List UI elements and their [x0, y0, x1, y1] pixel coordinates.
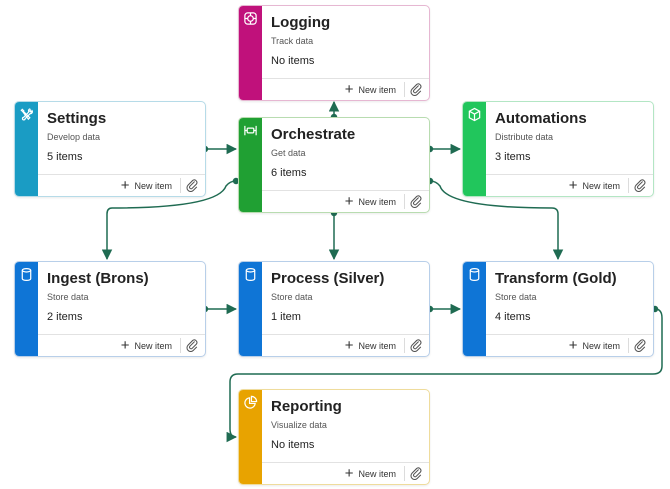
node-subtitle: Distribute data	[495, 132, 554, 142]
new-item-label: New item	[134, 340, 172, 351]
node-footer: + New item	[38, 334, 205, 356]
node-item-count: 6 items	[271, 167, 307, 179]
new-item-button[interactable]: + New item	[345, 191, 396, 212]
node-color-bar	[239, 6, 262, 100]
node-footer: + New item	[38, 174, 205, 196]
new-item-label: New item	[358, 196, 396, 207]
node-title: Automations	[495, 110, 587, 127]
node-reporting[interactable]: Reporting Visualize data No items + New i…	[238, 389, 430, 485]
plus-icon: +	[344, 337, 354, 354]
paperclip-icon[interactable]	[633, 338, 647, 352]
node-process[interactable]: Process (Silver) Store data 1 item + New …	[238, 261, 430, 357]
node-item-count: No items	[271, 55, 315, 67]
node-title: Transform (Gold)	[495, 270, 617, 287]
footer-divider	[404, 338, 405, 353]
node-title: Process (Silver)	[271, 270, 385, 287]
new-item-button[interactable]: + New item	[345, 463, 396, 484]
node-item-count: 2 items	[47, 311, 83, 323]
footer-divider	[628, 338, 629, 353]
pipeline-icon	[244, 125, 257, 136]
new-item-label: New item	[134, 180, 172, 191]
node-item-count: 4 items	[495, 311, 531, 323]
cube-icon	[468, 107, 481, 122]
footer-divider	[404, 466, 405, 481]
node-title: Ingest (Brons)	[47, 270, 149, 287]
node-color-bar	[239, 262, 262, 356]
database-icon	[469, 267, 480, 282]
node-settings[interactable]: Settings Develop data 5 items + New item	[14, 101, 206, 197]
footer-divider	[404, 194, 405, 209]
footer-divider	[404, 82, 405, 97]
plus-icon: +	[344, 81, 354, 98]
node-transform[interactable]: Transform (Gold) Store data 4 items + New…	[462, 261, 654, 357]
node-color-bar	[239, 118, 262, 212]
paperclip-icon[interactable]	[409, 194, 423, 208]
paperclip-icon[interactable]	[409, 82, 423, 96]
new-item-button[interactable]: + New item	[569, 175, 620, 196]
paperclip-icon[interactable]	[185, 338, 199, 352]
node-ingest[interactable]: Ingest (Brons) Store data 2 items + New i…	[14, 261, 206, 357]
node-color-bar	[463, 262, 486, 356]
paperclip-icon[interactable]	[185, 178, 199, 192]
node-orchestrate[interactable]: Orchestrate Get data 6 items + New item	[238, 117, 430, 213]
node-subtitle: Visualize data	[271, 420, 327, 430]
plus-icon: +	[568, 177, 578, 194]
plus-icon: +	[344, 193, 354, 210]
node-footer: + New item	[262, 78, 429, 100]
node-title: Logging	[271, 14, 331, 31]
plus-icon: +	[568, 337, 578, 354]
new-item-button[interactable]: + New item	[345, 335, 396, 356]
plus-icon: +	[120, 337, 130, 354]
footer-divider	[180, 338, 181, 353]
node-title: Reporting	[271, 398, 342, 415]
node-color-bar	[463, 102, 486, 196]
plus-icon: +	[344, 465, 354, 482]
paperclip-icon[interactable]	[633, 178, 647, 192]
database-icon	[21, 267, 32, 282]
node-subtitle: Track data	[271, 36, 314, 46]
node-item-count: 3 items	[495, 151, 531, 163]
node-subtitle: Develop data	[47, 132, 101, 142]
node-automations[interactable]: Automations Distribute data 3 items + New…	[462, 101, 654, 197]
new-item-label: New item	[358, 84, 396, 95]
node-subtitle: Get data	[271, 148, 306, 158]
new-item-label: New item	[358, 468, 396, 479]
node-title: Orchestrate	[271, 126, 356, 143]
database-icon	[245, 267, 256, 282]
node-footer: + New item	[262, 334, 429, 356]
footer-divider	[180, 178, 181, 193]
target-icon	[244, 12, 257, 25]
node-item-count: 1 item	[271, 311, 301, 323]
paperclip-icon[interactable]	[409, 338, 423, 352]
node-subtitle: Store data	[47, 292, 89, 302]
new-item-label: New item	[582, 180, 620, 191]
node-footer: + New item	[262, 462, 429, 484]
node-subtitle: Store data	[271, 292, 313, 302]
node-item-count: 5 items	[47, 151, 83, 163]
node-logging[interactable]: Logging Track data No items + New item	[238, 5, 430, 101]
footer-divider	[628, 178, 629, 193]
new-item-button[interactable]: + New item	[345, 79, 396, 100]
node-color-bar	[15, 262, 38, 356]
node-footer: + New item	[486, 334, 653, 356]
node-color-bar	[15, 102, 38, 196]
new-item-button[interactable]: + New item	[121, 175, 172, 196]
node-footer: + New item	[486, 174, 653, 196]
node-color-bar	[239, 390, 262, 484]
new-item-button[interactable]: + New item	[121, 335, 172, 356]
new-item-button[interactable]: + New item	[569, 335, 620, 356]
pie-chart-icon	[244, 395, 258, 409]
node-footer: + New item	[262, 190, 429, 212]
new-item-label: New item	[358, 340, 396, 351]
node-item-count: No items	[271, 439, 315, 451]
node-subtitle: Store data	[495, 292, 537, 302]
node-title: Settings	[47, 110, 107, 127]
plus-icon: +	[120, 177, 130, 194]
wrench-screwdriver-icon	[20, 108, 33, 121]
paperclip-icon[interactable]	[409, 466, 423, 480]
new-item-label: New item	[582, 340, 620, 351]
